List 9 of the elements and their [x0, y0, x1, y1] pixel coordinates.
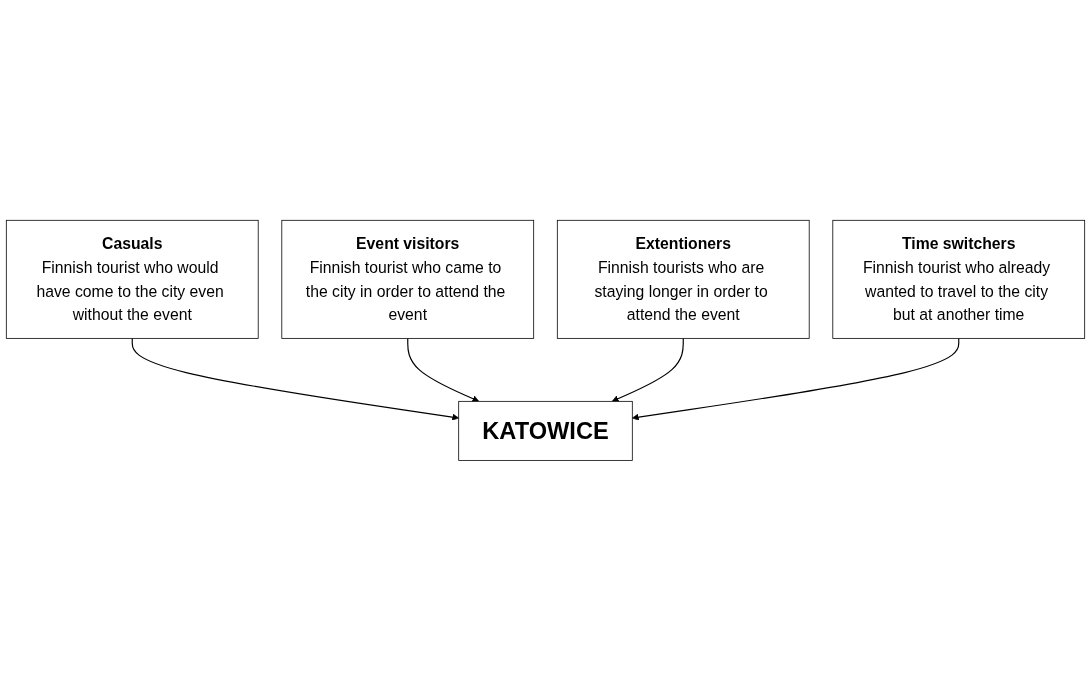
node-box: Event visitors Finnish tourist who came to the city in order to attend the event: [281, 219, 535, 339]
node-box: Time switchers Finnish tourist who already wanted to travel to the city but at another time: [832, 219, 1086, 339]
arrow: [632, 337, 960, 421]
arrow: [611, 337, 684, 402]
node-box: Casuals Finnish tourist who would have come to the city even without the event: [5, 219, 259, 339]
node-box: KATOWICE: [458, 400, 633, 461]
arrow: [407, 337, 480, 402]
node-box: Extentioners Finnish tourists who are staying longer in order to attend the event: [556, 219, 810, 339]
arrow: [131, 337, 459, 421]
